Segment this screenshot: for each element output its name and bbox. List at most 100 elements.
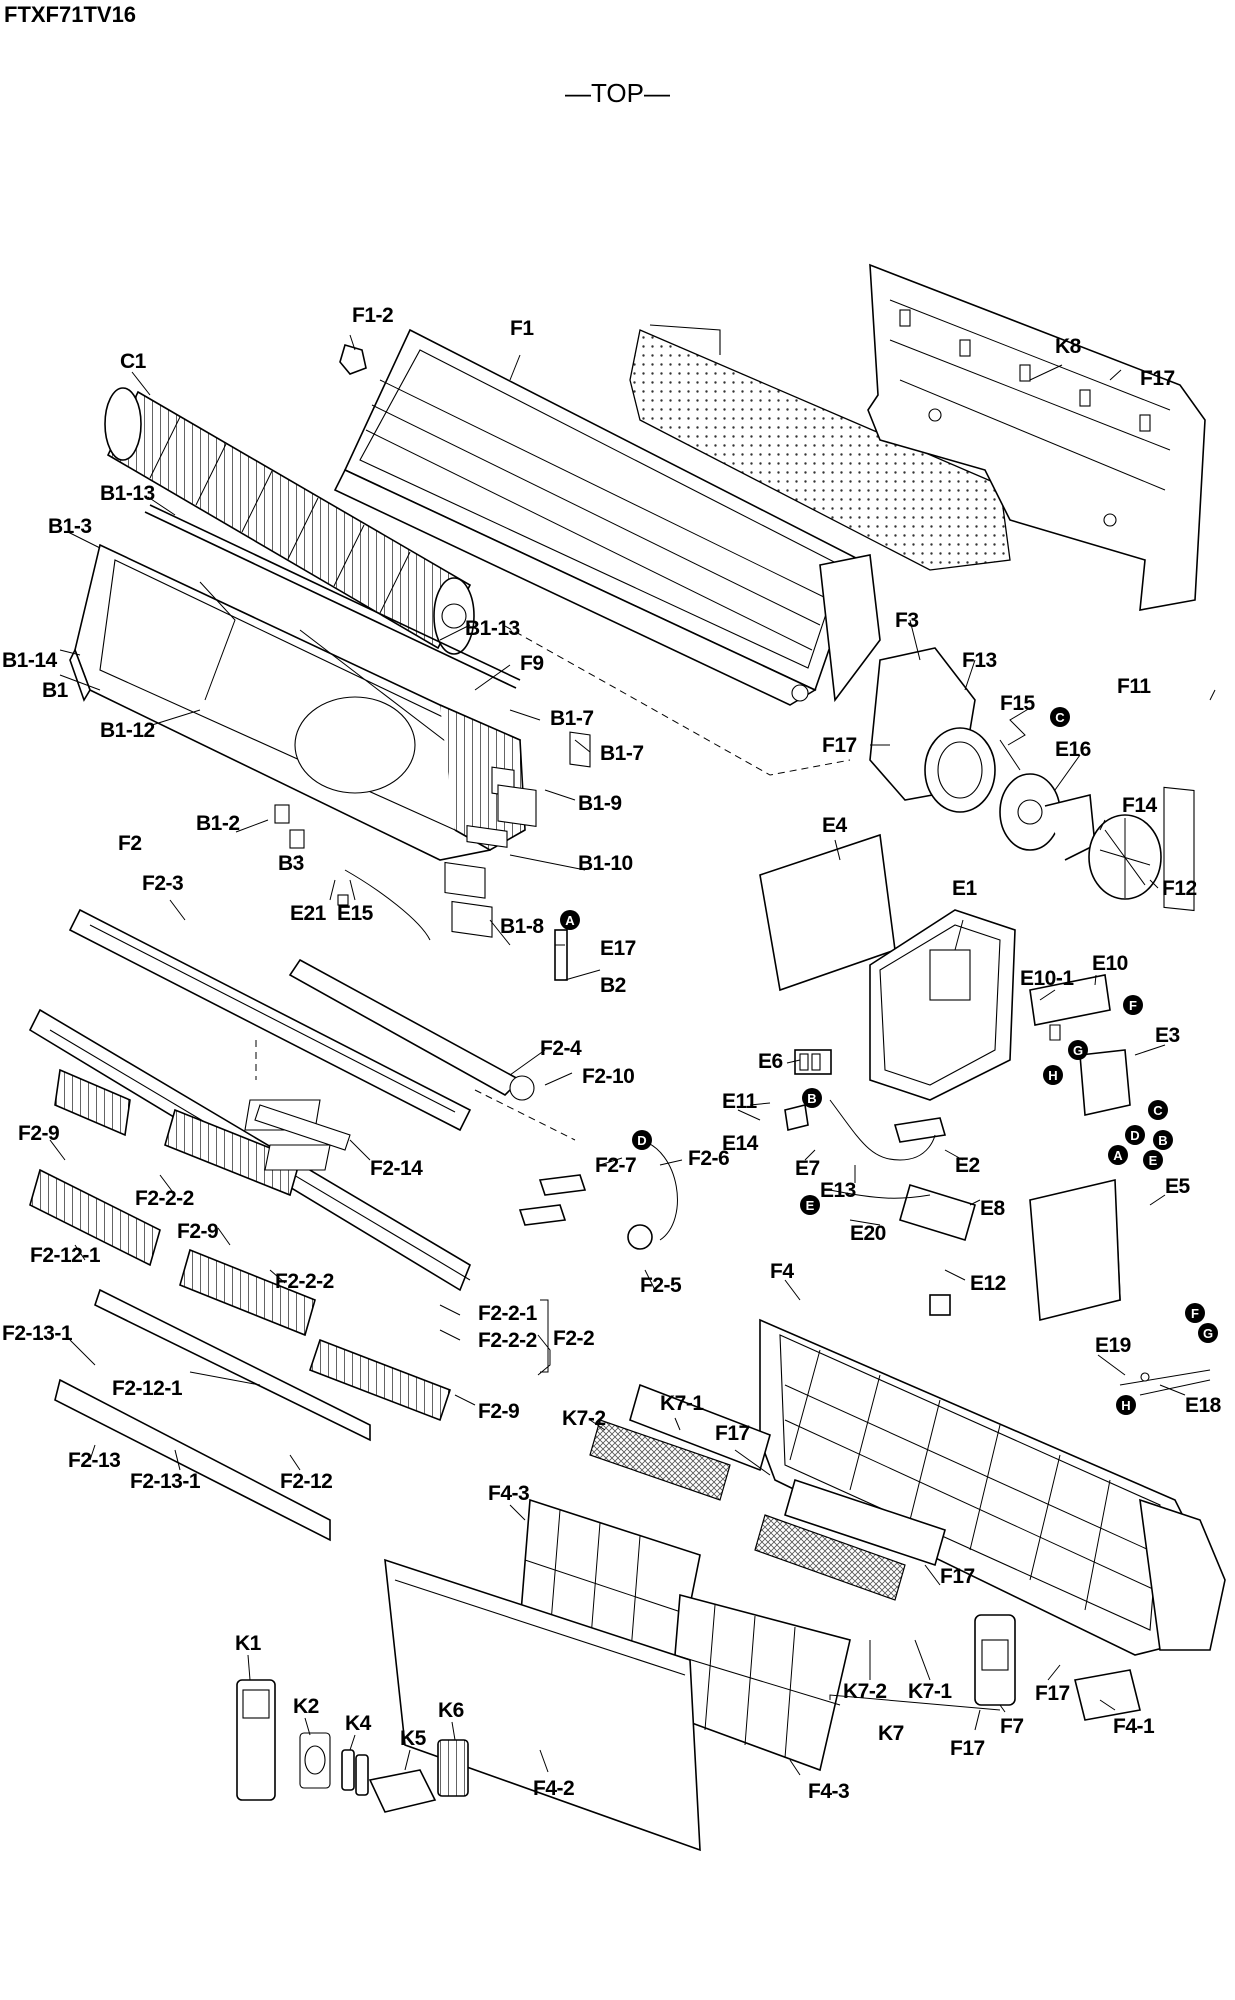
label-f2-6: F2-6: [688, 1147, 729, 1170]
badge-g-e10: G: [1068, 1040, 1088, 1060]
svg-text:F: F: [1129, 998, 1137, 1013]
remote-holder-parts: [974, 1614, 1141, 1721]
label-f2-9c: F2-9: [478, 1400, 519, 1423]
label-f2-2-2b: F2-2-2: [275, 1270, 334, 1293]
svg-text:B: B: [1158, 1133, 1167, 1148]
label-e3: E3: [1155, 1024, 1180, 1047]
label-k6: K6: [438, 1699, 464, 1722]
label-f4: F4: [770, 1260, 794, 1283]
label-f2-13: F2-13: [68, 1449, 120, 1472]
label-b1-14: B1-14: [2, 649, 58, 672]
label-b1-2: B1-2: [196, 812, 240, 835]
svg-text:H: H: [1048, 1068, 1057, 1083]
svg-text:F: F: [1191, 1306, 1199, 1321]
label-f2-12-1a: F2-12-1: [30, 1244, 101, 1267]
electrical-box-assembly: [759, 833, 1131, 1116]
label-f2-9a: F2-9: [18, 1122, 59, 1145]
badge-c-top: C: [1050, 707, 1070, 727]
main-body-f4: [759, 1318, 1226, 1656]
svg-text:C: C: [1153, 1103, 1163, 1118]
cross-flow-fan-c1: [104, 387, 475, 655]
svg-text:G: G: [1073, 1043, 1083, 1058]
label-f4-3b: F4-3: [808, 1780, 849, 1803]
label-f2-7: F2-7: [595, 1154, 636, 1177]
svg-text:H: H: [1121, 1398, 1130, 1413]
label-b1-9: B1-9: [578, 792, 622, 815]
label-k7: K7: [878, 1722, 904, 1745]
louvre-motor-parts: [254, 1104, 653, 1250]
label-f4-3a: F4-3: [488, 1482, 529, 1505]
svg-text:C: C: [1055, 710, 1065, 725]
thermistors-e18-e19: [1029, 1178, 1211, 1396]
label-e10-1: E10-1: [1020, 967, 1074, 990]
badge-b-e3: B: [1153, 1130, 1173, 1150]
air-filters-k7: [589, 1383, 946, 1601]
svg-text:E: E: [1149, 1153, 1158, 1168]
label-b1-10: B1-10: [578, 852, 633, 875]
label-k2: K2: [293, 1695, 319, 1718]
label-e10: E10: [1092, 952, 1128, 975]
label-e20: E20: [850, 1222, 886, 1245]
label-k4: K4: [345, 1712, 372, 1735]
mounting-plate-k8: [867, 263, 1206, 611]
label-f2-2-2a: F2-2-2: [135, 1187, 194, 1210]
label-e16: E16: [1055, 738, 1091, 761]
label-f3: F3: [895, 609, 919, 632]
label-k1: K1: [235, 1632, 262, 1655]
label-f2-3: F2-3: [142, 872, 183, 895]
label-f2-13-1a: F2-13-1: [2, 1322, 73, 1345]
svg-text:G: G: [1203, 1326, 1213, 1341]
label-f17-top: F17: [1140, 367, 1175, 390]
label-b1-8: B1-8: [500, 915, 544, 938]
label-e15: E15: [337, 902, 374, 925]
svg-text:E: E: [806, 1198, 815, 1213]
label-f11: F11: [1117, 675, 1151, 698]
label-e18: E18: [1185, 1394, 1222, 1417]
label-f2-2-2c: F2-2-2: [478, 1329, 537, 1352]
svg-text:D: D: [637, 1133, 646, 1148]
label-e1: E1: [952, 877, 978, 900]
svg-text:A: A: [565, 913, 575, 928]
label-f17-fan: F17: [822, 734, 857, 757]
sheet-title: FTXF71TV16: [4, 2, 137, 27]
badge-g-e19: G: [1198, 1323, 1218, 1343]
label-b1: B1: [42, 679, 69, 702]
label-f2-10: F2-10: [582, 1065, 634, 1088]
label-f2-12: F2-12: [280, 1470, 332, 1493]
label-f4-2: F4-2: [533, 1777, 574, 1800]
label-f2-5: F2-5: [640, 1274, 682, 1297]
label-e2: E2: [955, 1154, 980, 1177]
accessories-k1-k6: [236, 1679, 469, 1813]
label-e4: E4: [822, 814, 848, 837]
badge-a-e3: A: [1108, 1145, 1128, 1165]
svg-text:D: D: [1130, 1128, 1139, 1143]
label-e5: E5: [1165, 1175, 1191, 1198]
label-f1-2: F1-2: [352, 304, 393, 327]
label-b1-3: B1-3: [48, 515, 92, 538]
label-b1-13a: B1-13: [100, 482, 155, 505]
badge-c-e3: C: [1148, 1100, 1168, 1120]
connector-badges: C A F G H C B D A E B D E F G H: [560, 707, 1218, 1415]
badge-d-e3: D: [1125, 1125, 1145, 1145]
label-e21: E21: [290, 902, 327, 925]
badge-d-f2-6: D: [632, 1130, 652, 1150]
label-f12: F12: [1162, 877, 1197, 900]
label-e11: E11: [722, 1090, 758, 1113]
sensor-parts: [274, 804, 568, 981]
assembly-dashed-lines: [255, 625, 851, 1141]
label-f17-f7: F17: [1035, 1682, 1070, 1705]
label-f2-2-1: F2-2-1: [478, 1302, 538, 1325]
screw-f1-2: [339, 344, 367, 375]
label-f2-13-1b: F2-13-1: [130, 1470, 201, 1493]
badge-h-e18: H: [1116, 1395, 1136, 1415]
label-e14: E14: [722, 1132, 759, 1155]
badge-e-e20: E: [800, 1195, 820, 1215]
label-k7-2a: K7-2: [562, 1407, 606, 1430]
label-f7: F7: [1000, 1715, 1024, 1738]
label-f17-low: F17: [940, 1565, 975, 1588]
label-f14: F14: [1122, 794, 1158, 817]
label-f1: F1: [510, 317, 534, 340]
label-f17-bot: F17: [950, 1737, 985, 1760]
badge-h-e10: H: [1043, 1065, 1063, 1085]
label-e17: E17: [600, 937, 636, 960]
